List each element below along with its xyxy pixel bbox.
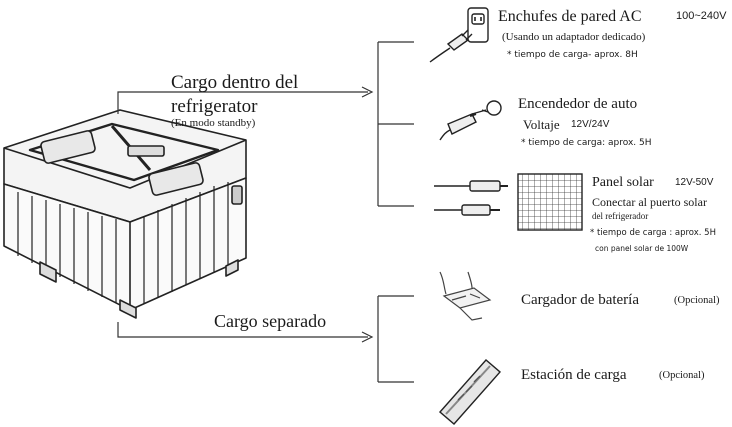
inside-note: (En modo standby) xyxy=(171,117,256,129)
separate-title: Cargo separado xyxy=(214,311,327,331)
inside-title-line2: refrigerator xyxy=(171,96,258,117)
arrow-inside xyxy=(361,86,374,98)
car-title: Encendedor de auto xyxy=(518,96,638,112)
refrigerator-illustration xyxy=(3,109,247,319)
station-title: Estación de carga xyxy=(521,367,627,383)
car-voltage: 12V/24V xyxy=(571,119,610,130)
connector-lines xyxy=(117,41,414,383)
solar-time1: * tiempo de carga : aprox. 5H xyxy=(590,228,716,238)
car-time: * tiempo de carga: aprox. 5H xyxy=(521,138,652,148)
solar-sub2: del refrigerador xyxy=(592,211,649,221)
solar-time2: con panel solar de 100W xyxy=(595,244,689,253)
solar-voltage: 12V-50V xyxy=(675,177,714,188)
battery-title: Cargador de batería xyxy=(521,292,640,308)
wall-outlet-plug-icon xyxy=(429,7,489,63)
ac-title: Enchufes de pared AC xyxy=(498,8,642,25)
line-separate-branch xyxy=(117,322,368,338)
battery-charger-icon xyxy=(439,271,492,321)
line-inside-branch xyxy=(117,91,368,114)
car-lighter-plug-icon xyxy=(439,100,502,141)
ac-sub: (Usando un adaptador dedicado) xyxy=(502,31,646,43)
ac-time: * tiempo de carga- aprox. 8H xyxy=(507,50,638,60)
battery-tag: (Opcional) xyxy=(674,295,720,306)
station-tag: (Opcional) xyxy=(659,370,705,381)
solar-title: Panel solar xyxy=(592,175,654,190)
arrow-separate xyxy=(361,331,374,343)
solar-sub1: Conectar al puerto solar xyxy=(592,195,707,209)
ac-voltage: 100~240V xyxy=(676,10,727,22)
solar-cable-icon xyxy=(434,180,508,216)
inside-title-line1: Cargo dentro del xyxy=(171,72,299,93)
solar-panel-icon xyxy=(517,173,583,231)
car-sub-label: Voltaje xyxy=(523,117,560,132)
charging-station-icon xyxy=(439,359,501,425)
